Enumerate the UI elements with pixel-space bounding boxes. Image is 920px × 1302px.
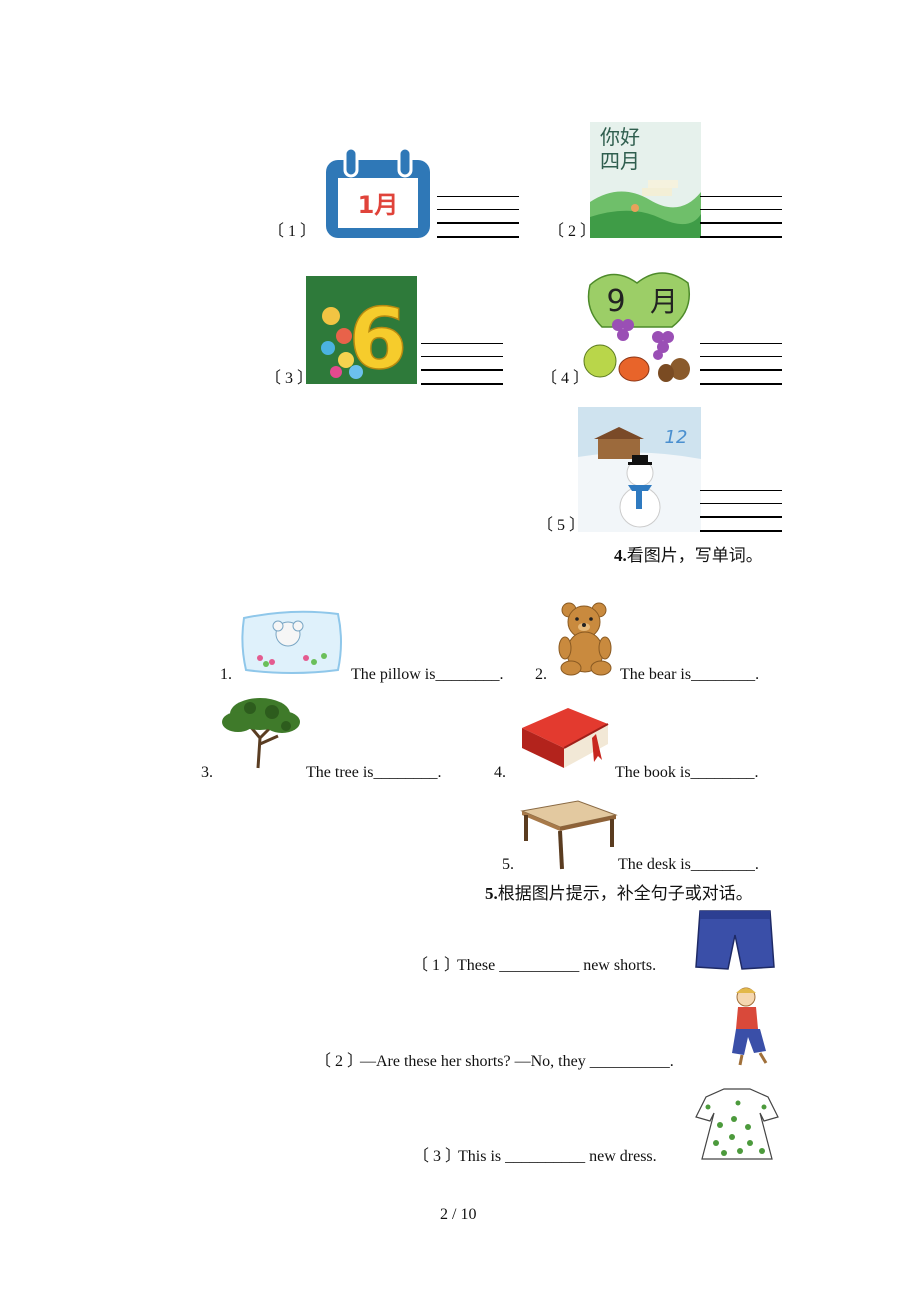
- item-number: 2.: [535, 666, 547, 683]
- april-greeting-image: 你好 四月: [590, 122, 701, 238]
- section-5-heading: 5.根据图片提示，补全句子或对话。: [485, 885, 753, 902]
- pillow-image: [240, 608, 344, 676]
- january-calendar-image: 1月: [323, 146, 433, 240]
- answer-lines: [421, 343, 503, 397]
- teddy-bear-image: [555, 602, 617, 676]
- month-number: 9: [606, 284, 625, 319]
- sentence: The tree is________.: [306, 764, 442, 781]
- sentence: The bear is________.: [620, 666, 760, 683]
- answer-lines: [700, 490, 782, 544]
- month-number: 12: [665, 427, 688, 448]
- item-number: 〔 3 〕: [413, 1148, 462, 1165]
- september-fruit-image: 9 月: [582, 265, 696, 385]
- december-snowman-image: 12: [578, 407, 701, 532]
- desk-image: [518, 797, 618, 871]
- section-title: 看图片，写单词。: [626, 546, 763, 565]
- sentence: This is __________ new dress.: [458, 1148, 657, 1165]
- answer-lines: [437, 196, 519, 250]
- item-number: 〔 4 〕: [541, 370, 590, 387]
- item-number: 〔 2 〕: [548, 223, 597, 240]
- sentence: —Are these her shorts? —No, they _______…: [360, 1053, 674, 1070]
- answer-lines: [700, 196, 782, 250]
- item-number: 〔 5 〕: [537, 517, 586, 534]
- dress-image: [694, 1085, 780, 1163]
- item-number: 5.: [502, 856, 514, 873]
- sentence: The pillow is________.: [351, 666, 504, 683]
- section-number: 4.: [614, 546, 627, 565]
- month-text: 四月: [600, 149, 640, 173]
- item-number: 4.: [494, 764, 506, 781]
- item-number: 〔 1 〕: [412, 957, 461, 974]
- item-number: 〔 1 〕: [268, 223, 317, 240]
- month-char: 月: [650, 285, 678, 318]
- item-number: 〔 2 〕: [315, 1053, 364, 1070]
- item-number: 〔 3 〕: [265, 370, 314, 387]
- red-book-image: [516, 704, 612, 774]
- item-number: 1.: [220, 666, 232, 683]
- answer-lines: [700, 343, 782, 397]
- sentence: These __________ new shorts.: [457, 957, 657, 974]
- june-image: 6: [306, 276, 417, 384]
- shorts-image: [694, 909, 776, 971]
- sentence: The book is________.: [615, 764, 759, 781]
- item-number: 3.: [201, 764, 213, 781]
- page-number: 2 / 10: [440, 1206, 477, 1223]
- tree-image: [220, 692, 302, 770]
- month-number: 6: [349, 290, 407, 384]
- girl-in-shorts-image: [726, 985, 778, 1067]
- greeting-text: 你好: [600, 125, 640, 149]
- calendar-month-label: 1月: [358, 191, 399, 219]
- sentence: The desk is________.: [618, 856, 759, 873]
- section-4-heading: 4.看图片，写单词。: [614, 547, 763, 564]
- section-number: 5.: [485, 884, 498, 903]
- section-title: 根据图片提示，补全句子或对话。: [497, 884, 753, 903]
